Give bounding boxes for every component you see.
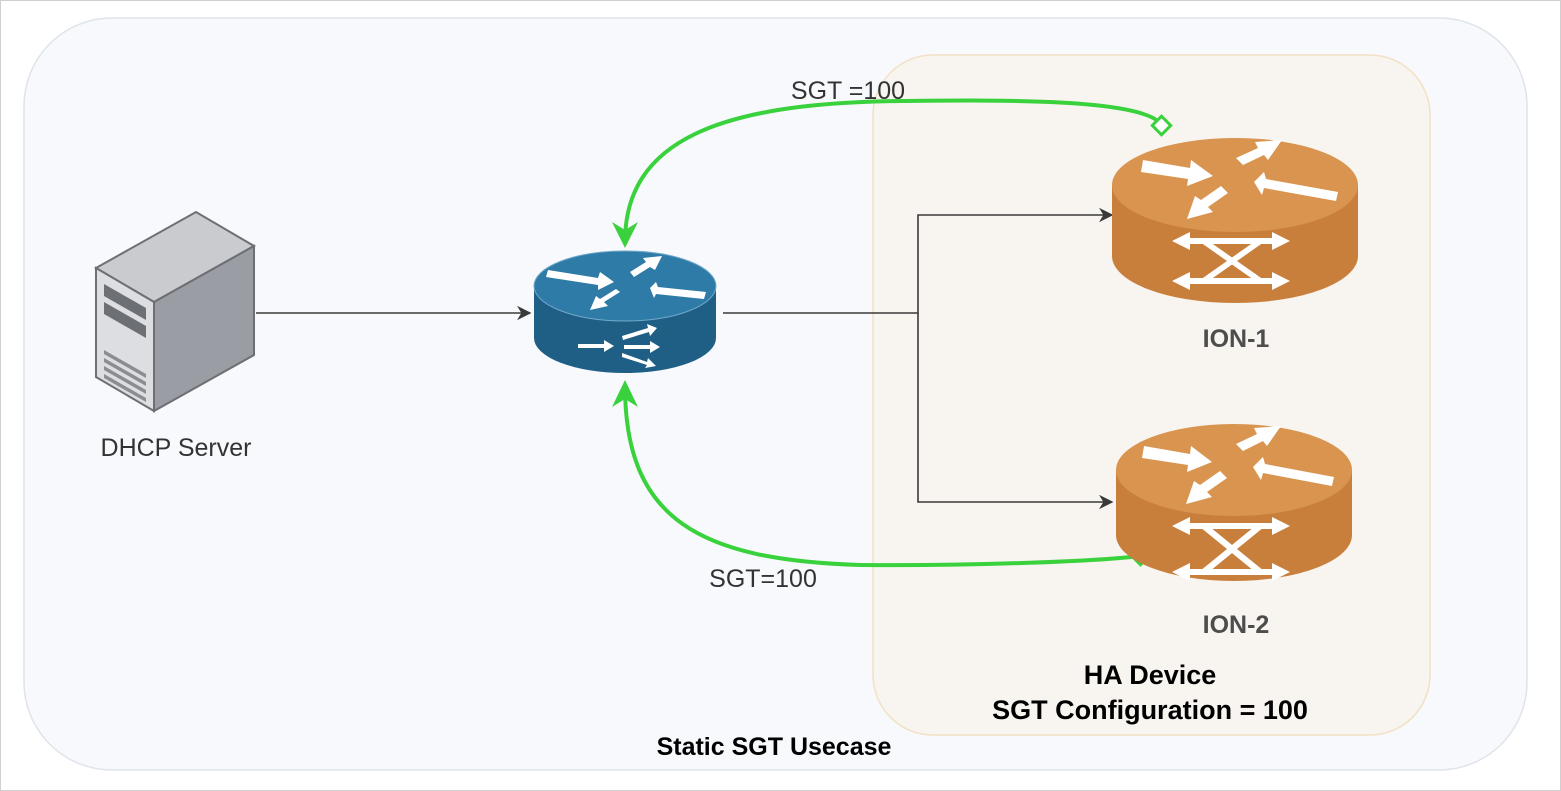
switch-to-ion2-connector[interactable] [917, 313, 1114, 510]
dhcp-server-label: DHCP Server [101, 434, 252, 462]
sgt-configuration-label: SGT Configuration = 100 [992, 695, 1308, 725]
ha-device-title: HA Device [1084, 660, 1217, 690]
server-icon[interactable] [93, 210, 257, 413]
sgt-link-bottom[interactable] [623, 385, 1141, 568]
ion1-router-icon[interactable] [1112, 138, 1358, 303]
outer-group-title: Static SGT Usecase [657, 733, 892, 761]
switch-icon[interactable] [533, 250, 717, 373]
ion2-router-icon[interactable] [1116, 424, 1352, 581]
sgt-bottom-label: SGT=100 [709, 565, 817, 593]
sgt-link-top-arrowhead [612, 222, 638, 248]
sgt-link-top[interactable] [623, 98, 1165, 243]
sgt-link-bottom-arrowhead [612, 380, 638, 407]
sgt-top-label: SGT =100 [791, 77, 905, 105]
sgt-link-top-endpoint [1150, 114, 1173, 137]
ion2-label: ION-2 [1203, 611, 1270, 639]
switch-to-ion1-connector[interactable] [723, 207, 1114, 314]
ion1-label: ION-1 [1203, 325, 1270, 353]
